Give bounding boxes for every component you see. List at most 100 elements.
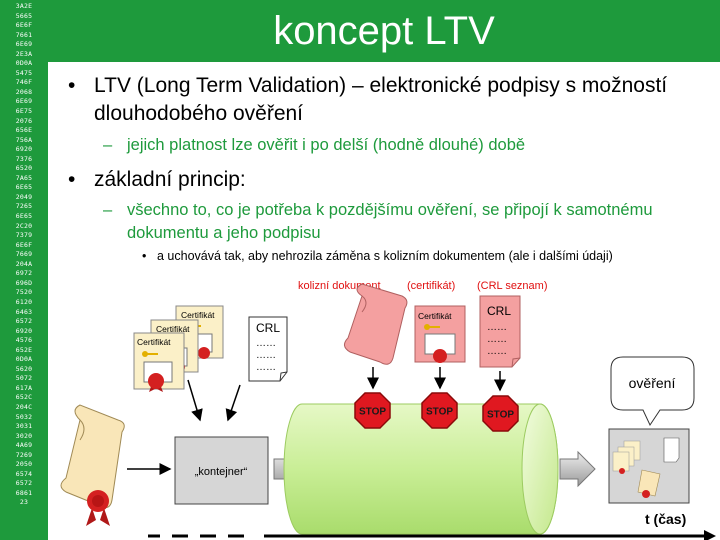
hex-code: 2C20 (15, 221, 33, 230)
sub-bullet-vsechno-line1: všechno to, co je potřeba k pozdějšímu o… (127, 201, 653, 219)
hex-code: 3031 (15, 422, 33, 431)
crl-dots: …… (256, 362, 276, 373)
overeni-label: ověření (629, 375, 676, 391)
hex-code: 6E69 (15, 97, 33, 106)
hex-code: 746F (15, 78, 33, 87)
hex-code: 4576 (15, 336, 33, 345)
hex-code: 5072 (15, 374, 33, 383)
hex-code: 6E69 (15, 40, 33, 49)
bullet-princip-text: základní princip: (94, 168, 246, 191)
hex-code: 6861 (15, 488, 33, 497)
stop-text: STOP (426, 407, 453, 418)
document-scroll (60, 404, 125, 526)
crl-title: CRL (487, 304, 511, 318)
kolizni-certificate: Certifikát (414, 305, 466, 363)
hex-code: 3A2E (15, 2, 33, 10)
hex-code: 5620 (15, 364, 33, 373)
hex-code: 23 (19, 498, 29, 507)
subsub-bullet-uchovava: a uchovává tak, aby nehrozila záměna s k… (157, 249, 613, 263)
time-axis-label: t (čas) (645, 511, 686, 527)
sub-bullet-platnost: jejich platnost lze ověřit i po delší (h… (127, 136, 526, 154)
sub-bullet-marker: – (103, 201, 113, 219)
hex-code: 4A69 (15, 441, 33, 450)
hex-code: 6E65 (15, 183, 33, 192)
stop-sign-1: STOP (354, 392, 391, 429)
cert-label: Certifikát (156, 324, 190, 334)
crl-document: CRL …… …… …… (248, 316, 288, 382)
hex-code: 2049 (15, 192, 33, 201)
crl-dots: …… (256, 350, 276, 361)
hex-code: 7379 (15, 231, 33, 240)
hex-code: 6E65 (15, 212, 33, 221)
arrow-crl-to-container (225, 384, 241, 422)
seal-icon (433, 349, 447, 363)
hex-code: 617A (15, 383, 33, 392)
stop-sign-2: STOP (421, 392, 458, 429)
grey-arrow-out-of-cylinder (559, 450, 596, 488)
hex-code: 2076 (15, 116, 33, 125)
container-label: „kontejner“ (195, 466, 248, 478)
sub-bullet-vsechno-line2: dokumentu a jeho podpisu (127, 224, 321, 242)
hex-code: 3020 (15, 431, 33, 440)
hex-code: 652C (15, 393, 33, 402)
seal-icon (198, 347, 210, 359)
stop-text: STOP (487, 410, 514, 421)
slide-title: koncept LTV (273, 9, 495, 53)
hex-code: 2E3A (15, 49, 33, 58)
seal-icon (148, 373, 164, 392)
bullet-marker: • (68, 74, 76, 97)
label-certifikat: (certifikát) (407, 280, 456, 292)
hex-code: 0D0A (15, 355, 33, 364)
bullet-marker: • (68, 168, 76, 191)
stop-text: STOP (359, 407, 386, 418)
hex-code: 204A (15, 259, 33, 268)
certificate-stack: Certifikát Certifikát Certifikát (133, 305, 224, 392)
hex-code: 2068 (15, 87, 33, 96)
hex-code: 6572 (15, 317, 33, 326)
hex-code: 5665 (15, 11, 33, 20)
crl-dots: …… (487, 346, 507, 357)
hex-code: 7A65 (15, 173, 33, 182)
crl-dots: …… (256, 338, 276, 349)
hex-code: 6972 (15, 269, 33, 278)
result-container-box (608, 428, 690, 504)
hex-code: 696D (15, 278, 33, 287)
hex-code: 6520 (15, 164, 33, 173)
label-crl-seznam: (CRL seznam) (477, 280, 548, 292)
hex-code: 6E6F (15, 240, 33, 249)
hex-code: 5032 (15, 412, 33, 421)
hex-code: 7669 (15, 250, 33, 259)
stop-sign-3: STOP (482, 395, 519, 432)
seal-icon (86, 490, 110, 526)
hex-code: 7265 (15, 202, 33, 211)
kolizni-document-scroll (344, 283, 408, 365)
cert-label: Certifikát (137, 337, 171, 347)
container-box: „kontejner“ (174, 436, 269, 505)
hex-code: 7376 (15, 154, 33, 163)
hex-code: 0D0A (15, 59, 33, 68)
hex-code: 652E (15, 345, 33, 354)
kolizni-crl-document: CRL …… …… …… (479, 295, 521, 368)
hex-code: 6574 (15, 469, 33, 478)
hex-code: 7520 (15, 288, 33, 297)
crl-title: CRL (256, 321, 280, 335)
title-bar: koncept LTV (48, 0, 720, 62)
hex-code: 204C (15, 402, 33, 411)
hex-code: 2050 (15, 460, 33, 469)
timeline: t (čas) (148, 511, 716, 540)
overeni-callout: ověření (610, 356, 695, 427)
crl-dots: …… (487, 322, 507, 333)
time-cylinder (283, 403, 559, 535)
hex-code: 656E (15, 126, 33, 135)
hex-code: 5475 (15, 68, 33, 77)
hex-code: 6920 (15, 145, 33, 154)
hex-code: 756A (15, 135, 33, 144)
cert-label: Certifikát (181, 310, 215, 320)
hex-code: 6E75 (15, 107, 33, 116)
subsub-bullet-marker: • (142, 249, 147, 263)
certificate-card: Certifikát (133, 332, 185, 392)
key-icon (142, 351, 158, 357)
arrow-certs-to-container (187, 379, 203, 422)
